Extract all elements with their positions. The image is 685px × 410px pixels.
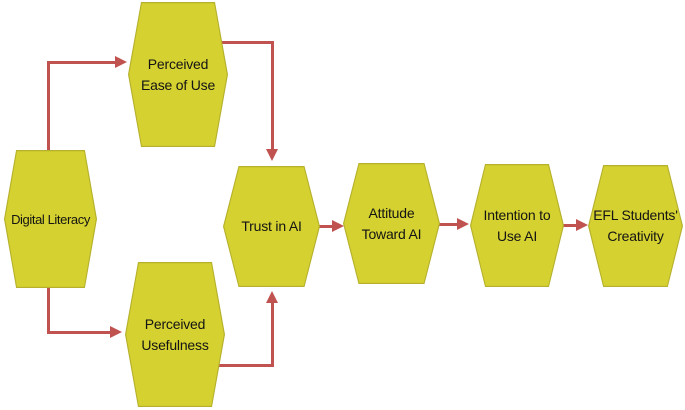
- node-attitude-toward-ai-label: Attitude Toward AI: [361, 204, 422, 242]
- edge-usefulness-to-trust-vertical: [271, 303, 274, 366]
- node-perceived-ease-of-use: Perceived Ease of Use: [128, 2, 228, 147]
- arrowhead-into-trust-top-icon: [266, 149, 278, 161]
- edge-ease-to-trust-vertical: [271, 41, 274, 149]
- arrowhead-into-ease-icon: [115, 56, 127, 68]
- node-digital-literacy: Digital Literacy: [4, 150, 97, 288]
- edge-digital-literacy-to-usefulness-horizontal: [47, 331, 111, 334]
- arrowhead-into-intention-icon: [457, 218, 469, 230]
- node-intention-to-use-ai: Intention to Use AI: [470, 164, 564, 287]
- edge-digital-literacy-to-usefulness-vertical: [47, 287, 50, 334]
- edge-digital-literacy-to-ease-vertical: [47, 62, 50, 151]
- edge-usefulness-to-trust-horizontal: [207, 364, 274, 367]
- edge-trust-to-attitude: [317, 225, 333, 228]
- edge-digital-literacy-to-ease-horizontal: [47, 61, 116, 64]
- node-trust-in-ai-label: Trust in AI: [241, 218, 302, 234]
- arrowhead-into-creativity-icon: [576, 219, 588, 231]
- node-perceived-usefulness-label: Perceived Usefulness: [141, 315, 209, 353]
- arrowhead-into-usefulness-icon: [110, 326, 122, 338]
- node-intention-to-use-ai-label: Intention to Use AI: [483, 206, 551, 244]
- node-efl-students-creativity: EFL Students' Creativity: [588, 165, 683, 287]
- edge-attitude-to-intention: [439, 223, 458, 226]
- edge-intention-to-creativity: [563, 224, 577, 227]
- node-digital-literacy-label: Digital Literacy: [11, 211, 90, 227]
- edge-ease-to-trust-horizontal: [215, 41, 274, 44]
- node-trust-in-ai: Trust in AI: [223, 166, 320, 287]
- node-attitude-toward-ai: Attitude Toward AI: [343, 163, 440, 284]
- node-efl-students-creativity-label: EFL Students' Creativity: [593, 207, 678, 244]
- node-perceived-usefulness: Perceived Usefulness: [125, 262, 225, 407]
- arrowhead-into-trust-bottom-icon: [266, 291, 278, 303]
- arrowhead-into-attitude-icon: [332, 220, 344, 232]
- node-perceived-ease-of-use-label: Perceived Ease of Use: [140, 55, 216, 93]
